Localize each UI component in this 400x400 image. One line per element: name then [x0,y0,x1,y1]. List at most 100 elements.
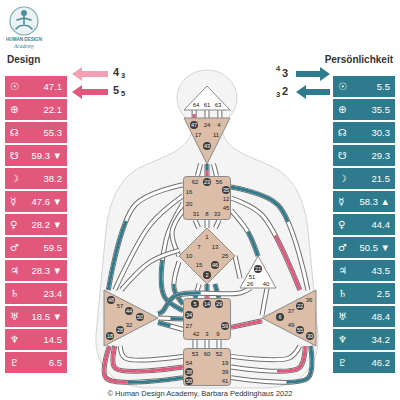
channel-core [206,340,209,348]
position-value: 18.5 ▼ [31,311,62,322]
gate-number: 42 [193,330,200,338]
position-value: 59.3 ▼ [31,150,62,161]
center-outline [184,177,231,220]
position-value: 28.3 ▼ [31,265,62,276]
activated-gate-half [193,110,196,118]
channel [235,256,240,278]
channel-core [158,322,183,329]
planet-symbol: ♇ [338,357,347,368]
energy-center: 1713102515462 [179,228,235,284]
position-value: 5.5 [377,81,390,92]
gate-number: 6 [276,313,284,321]
channel-core [231,198,300,290]
gate-number: 36 [306,296,313,304]
channel-core [104,346,183,382]
planet-row: ♄23.4 [5,283,67,304]
position-value: 58.3 ▲ [359,196,390,207]
activated-gate-half [231,198,300,290]
gate-number: 19 [222,359,229,367]
gate-number: 32 [126,321,133,329]
gate-number: 41 [222,377,229,385]
position-value: 44.4 [372,219,391,230]
gate-number: 39 [222,368,229,376]
channel-outline [205,164,210,176]
gate-number: 23 [203,178,211,186]
channel [207,220,208,228]
planet-symbol: ♅ [338,311,347,322]
position-value: 2.5 [377,288,390,299]
planet-symbol: ☉ [338,81,347,92]
gate-number: 47 [190,121,198,129]
channel [104,346,183,382]
gate-number: 60 [204,350,211,358]
channel-core [231,187,308,290]
channel [231,346,305,371]
position-value: 6.5 [49,357,62,368]
planet-symbol: ☿ [338,196,344,207]
channel-core [262,288,267,315]
channel-outline [231,346,312,382]
position-value: 55.3 [44,127,63,138]
planet-symbol: ☋ [338,150,347,161]
planet-row: ♄2.5 [333,283,395,304]
position-value: 34.2 [372,334,391,345]
position-value: 47.6 ▼ [31,196,62,207]
arrow-number: 2 [282,86,288,97]
channel-outline [231,210,258,256]
channel-core [113,346,183,371]
gate-number: 59 [221,322,229,330]
energy-center: 3622376495530 [262,290,316,346]
channel [262,288,267,315]
center-outline [184,118,230,164]
channel-outline [121,250,179,290]
position-value: 48.4 [372,311,391,322]
channel [158,318,183,319]
arrow-number: 4 [113,67,119,78]
gate-number: 45 [223,204,230,212]
activated-gate-half [158,322,183,329]
planet-row: ⊕35.5 [333,99,395,120]
gate-number: 37 [288,307,295,315]
activated-gate-half [231,187,308,290]
position-value: 46.2 [372,357,391,368]
channel-core [193,110,196,118]
gate-number: 20 [186,200,193,208]
gate-number: 31 [193,210,200,218]
gate-number: 13 [212,243,219,251]
channel-core [213,164,216,176]
position-value: 14.5 [44,334,63,345]
channel-outline [195,220,199,228]
channel-outline [217,110,222,118]
channel [207,110,208,118]
channel-outline [158,318,183,319]
gate-number: 17 [195,131,202,139]
planet-row: ☋29.3 [333,145,395,166]
channel-core [218,110,221,118]
channel-core [108,185,183,290]
gate-number: 1 [205,233,208,241]
activated-gate-half [108,185,183,290]
planet-row: ♅ 48.4 [333,306,395,327]
activated-gate-half [113,346,183,371]
gate-number: 54 [186,359,193,367]
planet-symbol: ☊ [338,127,347,138]
gate-number: 38 [185,368,193,376]
energy-center: 47244174311 [184,118,230,164]
channel-outline [104,346,183,382]
gate-number: 35 [222,186,230,194]
activated-gate-half [206,164,209,176]
planet-row: ♂59.5 [5,237,67,258]
planet-symbol: ☊ [10,127,19,138]
center-outline [262,290,316,346]
gate-number: 56 [216,178,223,186]
channel-outline [120,346,183,360]
gate-number: 52 [216,350,223,358]
gate-number: 5 [191,300,199,308]
channel-core [121,250,179,290]
center-outline [179,228,235,284]
gate-number: 7 [197,243,200,251]
planet-row: ☉ 5.5 [333,76,395,97]
planet-row: ☋59.3 ▼ [5,145,67,166]
position-value: 30.3 [372,127,391,138]
planet-row: ♇ 46.2 [333,352,395,373]
